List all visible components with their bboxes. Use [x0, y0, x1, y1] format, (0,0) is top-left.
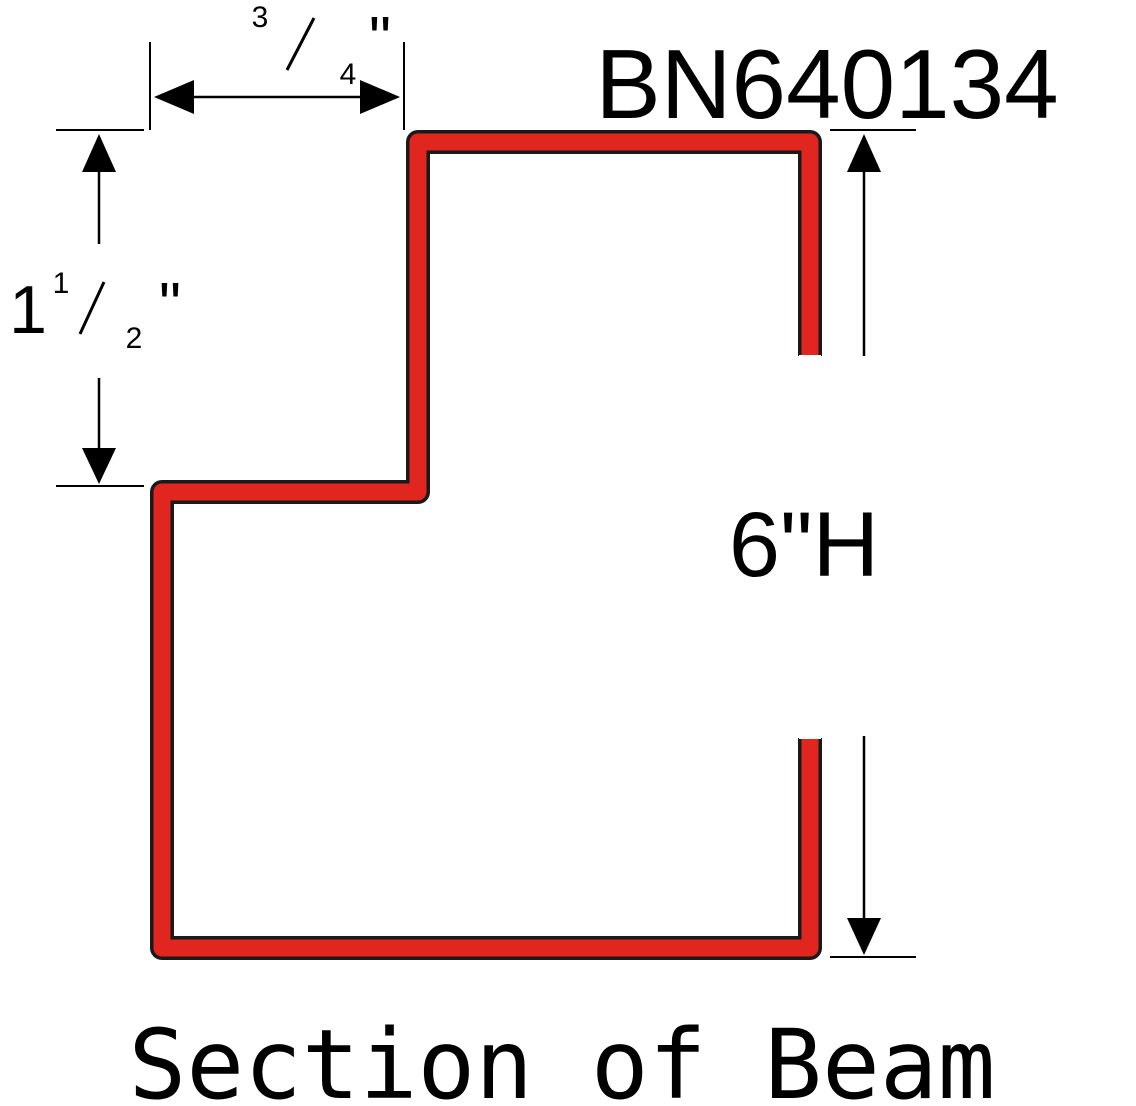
height-arrow-up: [847, 134, 881, 172]
step-height-arrow-up: [82, 134, 116, 172]
step-height-whole: 1: [9, 272, 47, 348]
height-label: 6"H: [729, 494, 879, 596]
step-width-denominator: 4: [340, 58, 357, 91]
height-arrow-down: [847, 918, 881, 955]
part-number: BN640134: [595, 29, 1058, 139]
step-height-fraction-slash: [78, 281, 106, 335]
step-width-numerator: 3: [252, 1, 269, 34]
step-width-arrow-right: [360, 80, 400, 114]
beam-profile-outline: [150, 130, 822, 960]
step-height-arrow-down: [82, 448, 116, 484]
step-height-denominator: 2: [126, 322, 143, 355]
step-width-inch-mark: ": [369, 5, 391, 74]
beam-profile: [153, 133, 819, 957]
step-width-fraction-slash: [285, 17, 316, 71]
step-height-inch-mark: ": [159, 271, 181, 340]
step-height-numerator: 1: [53, 267, 70, 300]
diagram-caption: Section of Beam: [129, 1009, 996, 1106]
step-width-arrow-left: [154, 80, 194, 114]
